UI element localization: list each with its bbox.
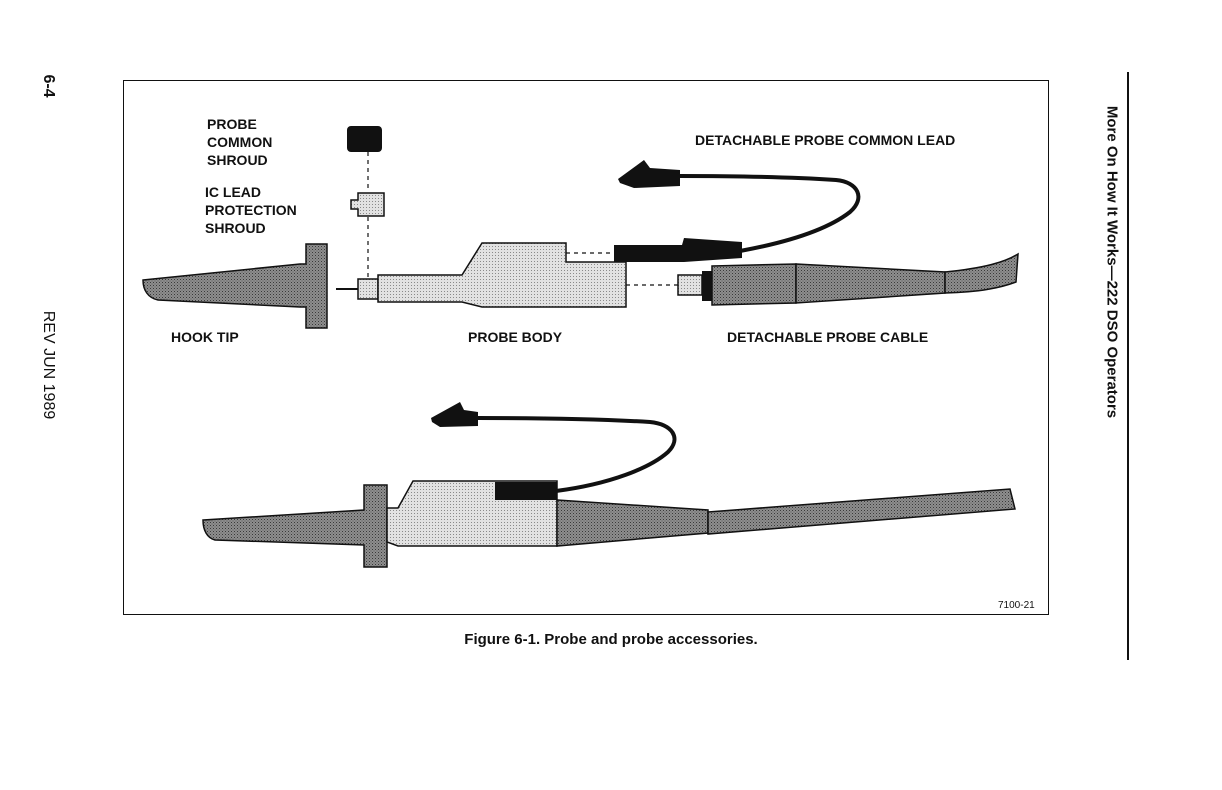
label-probe-body: PROBE BODY [468,328,562,346]
label-hook-tip: HOOK TIP [171,328,239,346]
figure-code: 7100-21 [998,597,1035,615]
label-detachable-probe-cable: DETACHABLE PROBE CABLE [727,328,928,346]
label-detachable-probe-common-lead: DETACHABLE PROBE COMMON LEAD [695,131,955,149]
ic-lead-shroud-part [351,193,384,216]
common-lead-part [614,160,858,262]
label-ic-lead-protection-shroud: IC LEAD PROTECTION SHROUD [205,183,297,237]
label-probe-common-shroud: PROBE COMMON SHROUD [207,115,272,169]
probe-cable-part [678,254,1018,305]
probe-common-shroud-part [347,126,382,152]
assembled-probe [203,402,1015,567]
figure-caption: Figure 6-1. Probe and probe accessories. [0,631,1222,648]
hook-tip-part [143,244,327,328]
